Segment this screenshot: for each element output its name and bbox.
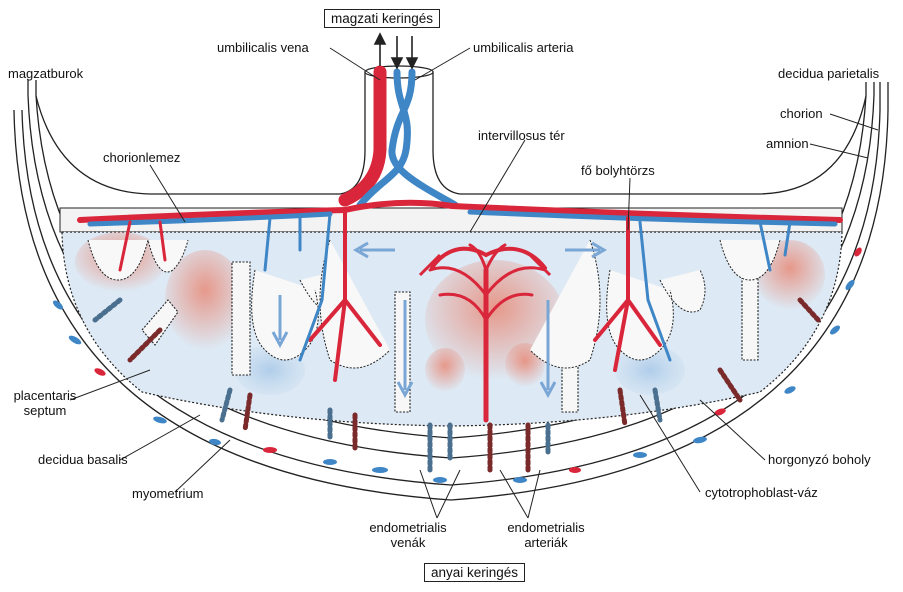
label-endometrial-veins: endometrialis venák [360,520,456,550]
label-endometrial-veins-line1: endometrialis [360,520,456,535]
label-umbilical-artery: umbilicalis arteria [473,40,573,55]
amnion-sac [36,72,866,194]
label-endometrial-arteries: endometrialis arteriák [498,520,594,550]
label-chorionic-plate: chorionlemez [103,150,180,165]
label-fetal-membrane: magzatburok [8,66,83,81]
label-umbilical-vein: umbilicalis vena [217,40,309,55]
label-endometrial-veins-line2: venák [360,535,456,550]
umbilical-vein-vessel [345,72,380,200]
label-decidua-basalis: decidua basalis [38,452,128,467]
umbilical-cord-vessels [345,72,455,205]
label-placental-septum: placentaris septum [6,388,84,418]
label-placental-septum-line1: placentaris [6,388,84,403]
label-myometrium: myometrium [132,486,204,501]
label-main-stem-villus: fő bolyhtörzs [581,163,655,178]
label-amnion: amnion [766,136,809,151]
label-decidua-parietalis: decidua parietalis [778,66,879,81]
label-anchoring-villus: horgonyzó boholy [768,452,871,467]
label-endometrial-arteries-line1: endometrialis [498,520,594,535]
maternal-circulation-box: anyai keringés [424,563,525,582]
label-chorion: chorion [780,106,823,121]
label-cytotrophoblast-shell: cytotrophoblast-váz [705,485,818,500]
label-placental-septum-line2: septum [6,403,84,418]
fetal-circulation-box: magzati keringés [324,9,440,28]
fetal-flow-arrows [375,34,417,68]
label-intervillous-space: intervillosus tér [478,128,565,143]
label-endometrial-arteries-line2: arteriák [498,535,594,550]
